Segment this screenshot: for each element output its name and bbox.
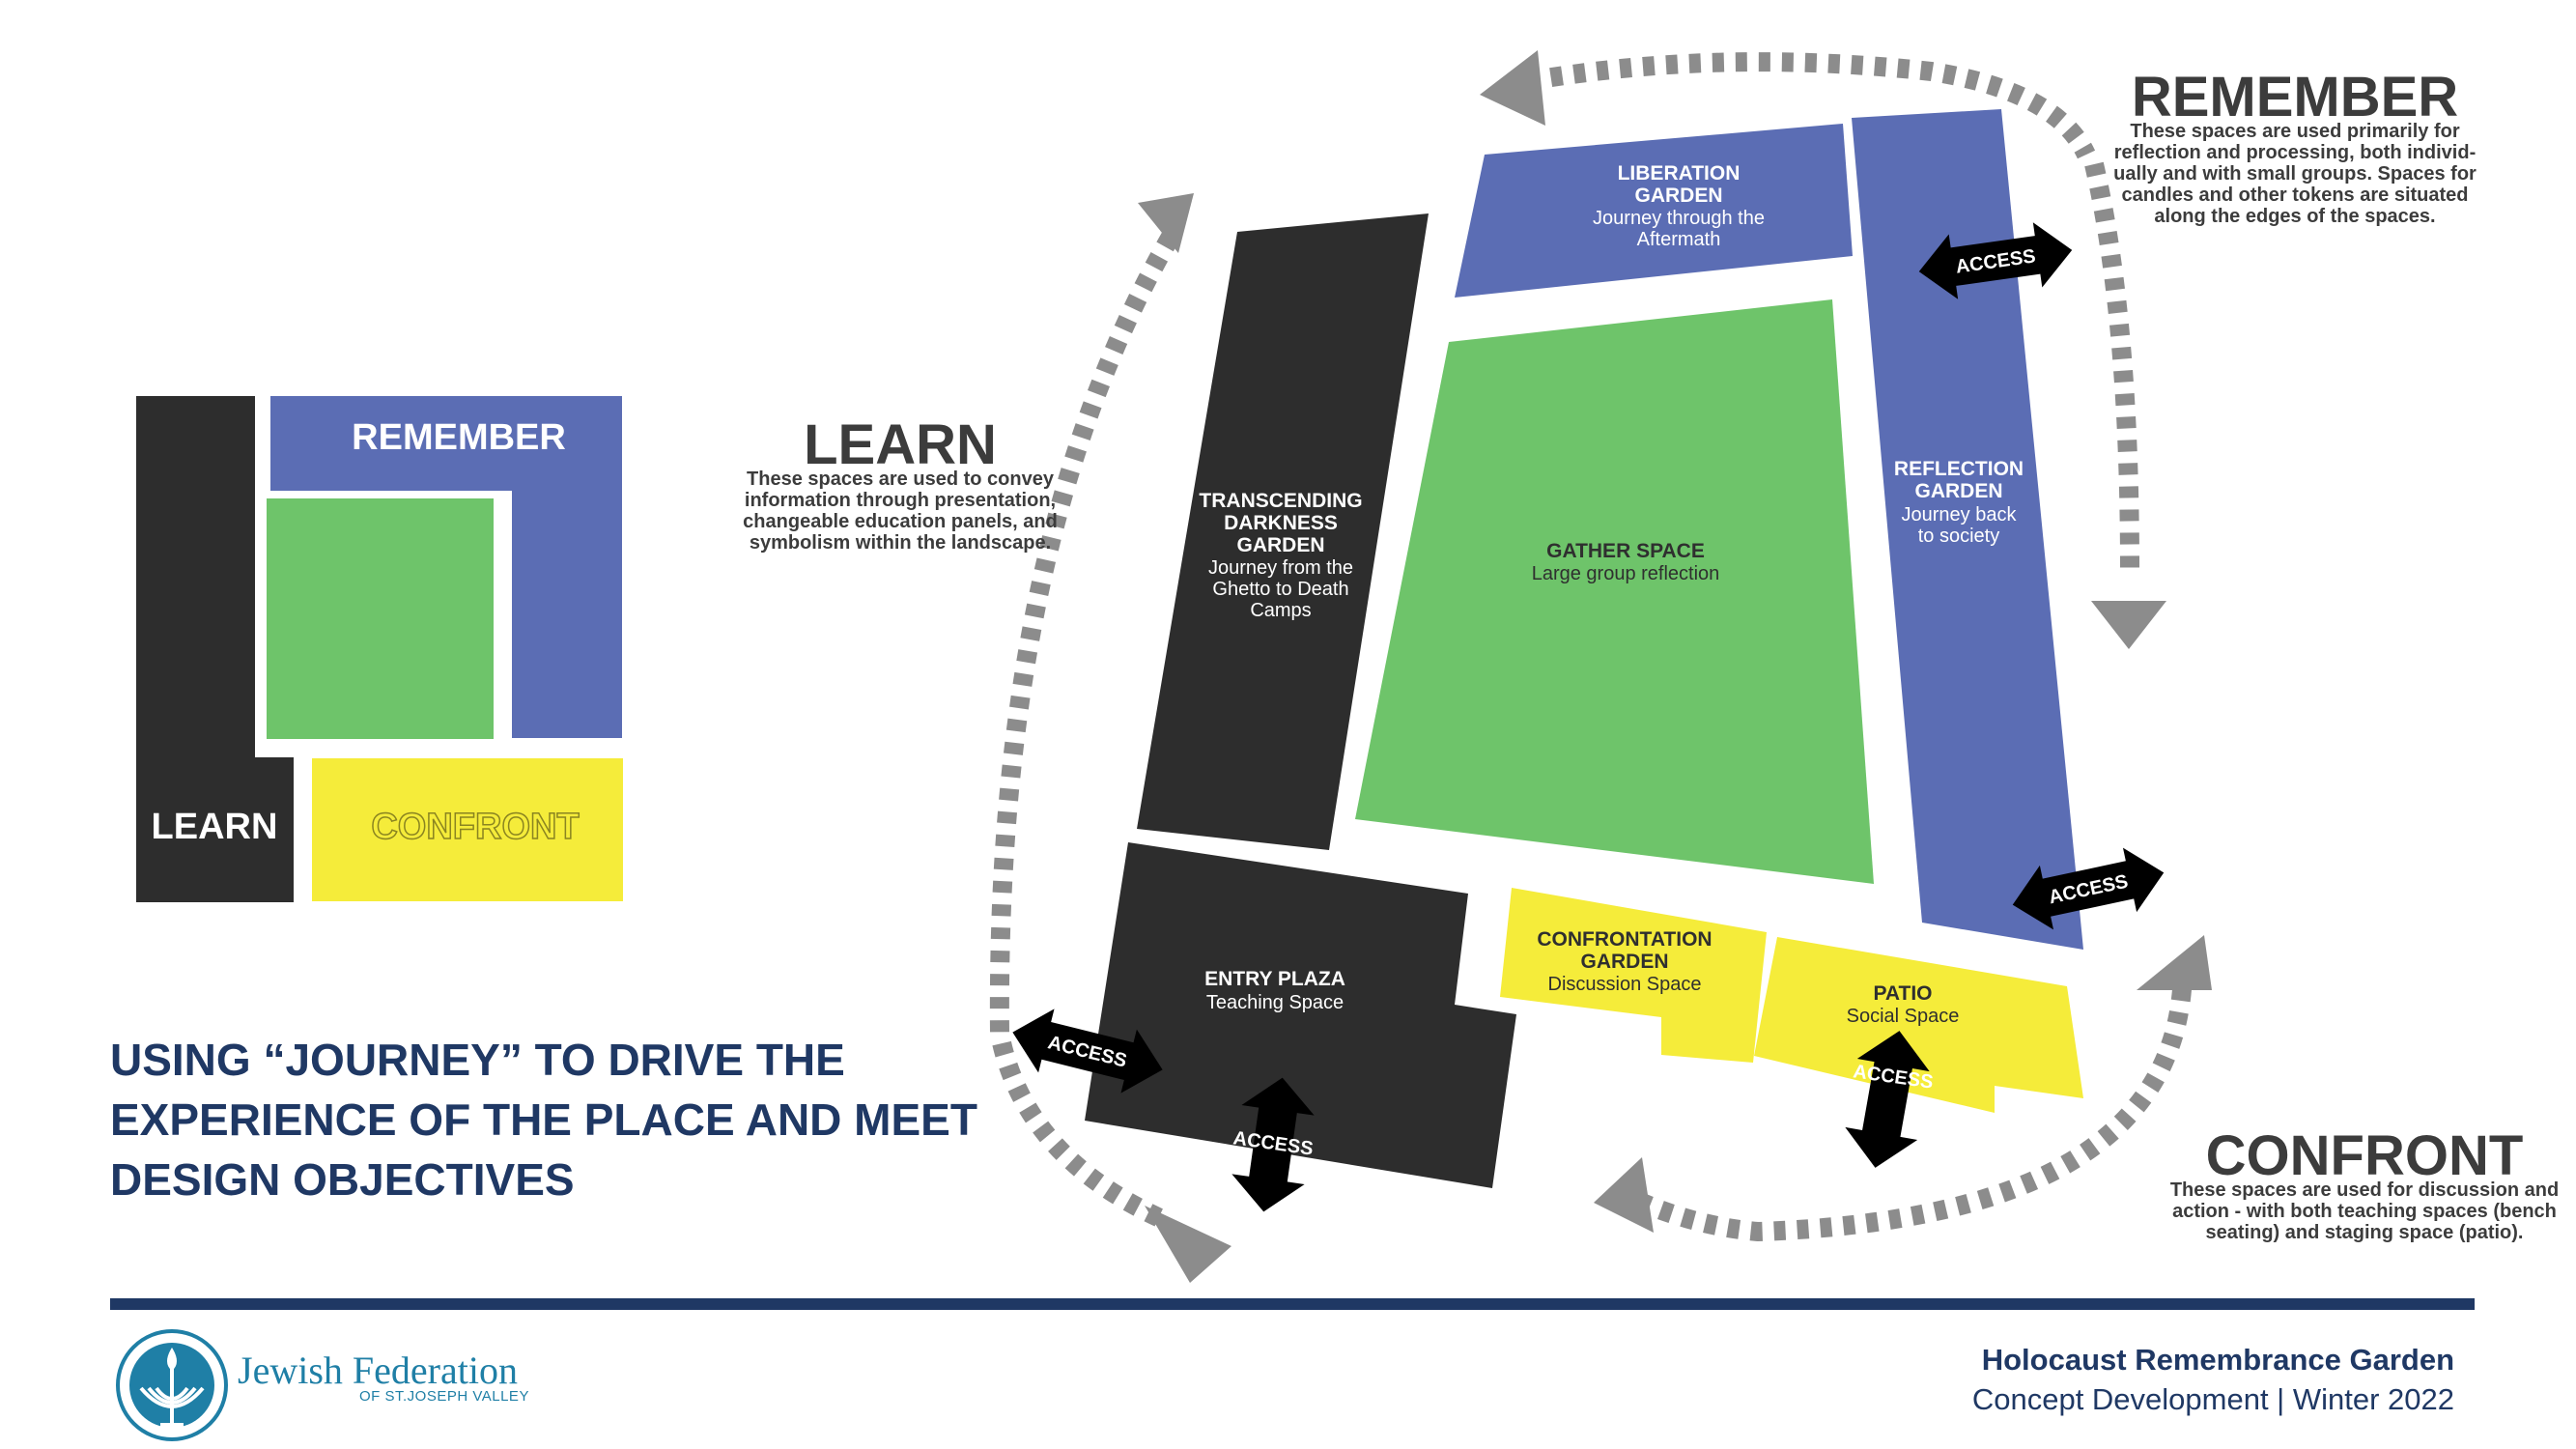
footer-divider xyxy=(110,1298,2475,1310)
project-title: Holocaust Remembrance Garden xyxy=(1981,1343,2454,1377)
transcending-title: TRANSCENDING xyxy=(1199,490,1362,512)
confrontation-title: CONFRONTATION xyxy=(1537,928,1712,951)
legend-diagram: REMEMBER LEARN CONFRONT xyxy=(136,396,623,902)
learn-desc-1: These spaces are used to convey xyxy=(747,469,1055,490)
access-arrow-right: ACCESS xyxy=(2012,847,2165,930)
zone-patio xyxy=(1754,937,2083,1113)
reflection-title: REFLECTION xyxy=(1894,458,2024,480)
access-arrows: ACCESS ACCESS ACCESS ACCESS ACCESS xyxy=(1012,222,2165,1212)
legend-confront-block xyxy=(312,758,623,901)
journey-arrowhead-bottom-right-a xyxy=(2137,935,2212,990)
reflection-sub-2: to society xyxy=(1918,526,1999,547)
confrontation-sub: Discussion Space xyxy=(1548,974,1702,995)
zone-liberation-garden xyxy=(1455,124,1853,298)
section-remember: REMEMBER These spaces are used primarily… xyxy=(2113,66,2477,227)
learn-desc-2: information through presentation, xyxy=(745,490,1056,511)
section-learn: LEARN These spaces are used to convey in… xyxy=(743,413,1058,554)
confront-desc-2: action - with both teaching spaces (benc… xyxy=(2172,1201,2557,1222)
zone-gather-space xyxy=(1355,299,1874,884)
remember-desc-5: along the edges of the spaces. xyxy=(2154,206,2435,227)
learn-desc-3: changeable education panels, and xyxy=(743,511,1058,532)
legend-confront-label: CONFRONT xyxy=(371,807,579,847)
liberation-sub-2: Aftermath xyxy=(1637,229,1721,250)
confront-desc-1: These spaces are used for discussion and xyxy=(2170,1179,2559,1201)
journey-arrows xyxy=(989,50,2212,1283)
zone-entry-plaza xyxy=(1085,842,1516,1188)
entry-title: ENTRY PLAZA xyxy=(1204,968,1345,990)
org-name: Jewish Federation xyxy=(238,1349,518,1392)
gather-sub: Large group reflection xyxy=(1532,563,1720,584)
access-arrow-top-right: ACCESS xyxy=(1918,222,2073,299)
gather-title: GATHER SPACE xyxy=(1546,540,1705,562)
jewish-federation-logo-icon xyxy=(116,1329,228,1441)
confrontation-title-2: GARDEN xyxy=(1580,951,1668,973)
learn-heading: LEARN xyxy=(804,413,997,476)
transcending-sub: Journey from the xyxy=(1208,557,1353,579)
journey-arrowhead-bottom-right-b xyxy=(1594,1157,1654,1233)
confront-heading: CONFRONT xyxy=(2206,1124,2524,1187)
zone-transcending-darkness-garden xyxy=(1137,213,1429,850)
transcending-sub-3: Camps xyxy=(1250,600,1311,621)
legend-gather-block xyxy=(267,498,494,739)
reflection-sub: Journey back xyxy=(1902,504,2018,526)
entry-sub: Teaching Space xyxy=(1206,992,1344,1013)
access-arrow-entry-bottom xyxy=(1231,1077,1315,1212)
transcending-title-2: DARKNESS xyxy=(1224,512,1338,534)
journey-arrow-right xyxy=(2084,161,2139,571)
liberation-title-2: GARDEN xyxy=(1634,185,1722,207)
journey-arrowhead-left-bottom xyxy=(1145,1206,1231,1283)
confront-desc-3: seating) and staging space (patio). xyxy=(2206,1222,2524,1243)
liberation-title: LIBERATION xyxy=(1618,162,1741,185)
remember-desc-3: ually and with small groups. Spaces for xyxy=(2113,163,2477,185)
zone-reflection-garden xyxy=(1852,109,2083,950)
remember-heading: REMEMBER xyxy=(2132,66,2458,128)
patio-sub: Social Space xyxy=(1847,1006,1960,1027)
journey-arrow-left xyxy=(989,232,1179,1232)
transcending-title-3: GARDEN xyxy=(1236,534,1324,556)
journey-arrowhead-right xyxy=(2091,601,2166,649)
project-subtitle: Concept Development | Winter 2022 xyxy=(1971,1382,2454,1416)
remember-desc-1: These spaces are used primarily for xyxy=(2130,121,2459,142)
zones xyxy=(1085,109,2083,1188)
remember-desc-2: reflection and processing, both individ- xyxy=(2114,142,2476,163)
legend-remember-block xyxy=(270,396,622,738)
zone-confrontation-garden xyxy=(1500,888,1767,1063)
zone-labels: LIBERATION GARDEN Journey through the Af… xyxy=(1199,162,2024,1027)
learn-desc-4: symbolism within the landscape. xyxy=(750,532,1051,554)
legend-learn-label: LEARN xyxy=(152,807,278,847)
main-title: USING “JOURNEY” TO DRIVE THE EXPERIENCE … xyxy=(110,1035,977,1205)
remember-desc-4: candles and other tokens are situated xyxy=(2122,185,2469,206)
liberation-sub: Journey through the xyxy=(1593,208,1765,229)
reflection-title-2: GARDEN xyxy=(1914,480,2002,502)
access-arrow-patio-bottom xyxy=(1845,1031,1930,1168)
legend-learn-block xyxy=(136,396,294,902)
org-subtitle: OF ST.JOSEPH VALLEY xyxy=(359,1388,529,1405)
transcending-sub-2: Ghetto to Death xyxy=(1212,579,1348,600)
section-confront: CONFRONT These spaces are used for discu… xyxy=(2170,1124,2559,1243)
journey-arrowhead-top xyxy=(1480,50,1545,126)
legend-remember-label: REMEMBER xyxy=(352,417,566,458)
journey-arrowhead-left-top xyxy=(1138,193,1194,253)
patio-title: PATIO xyxy=(1873,982,1932,1005)
